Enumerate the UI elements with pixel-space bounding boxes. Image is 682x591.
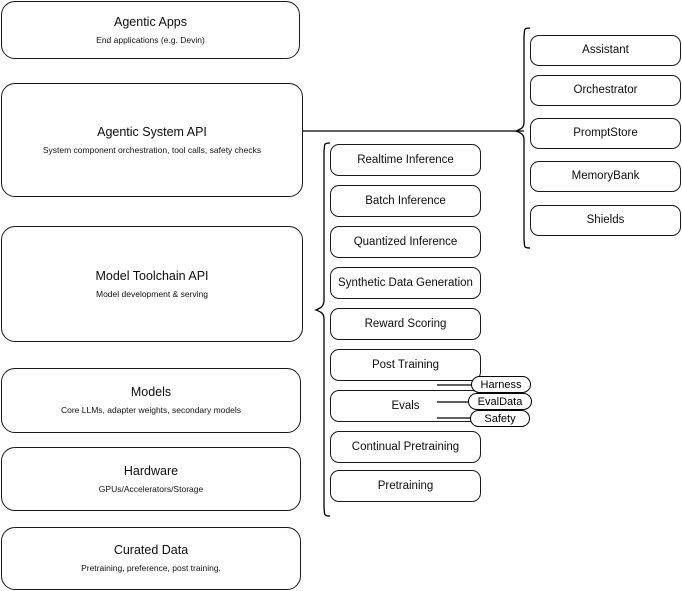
brace-toolchain-items	[314, 142, 331, 517]
toolchain-item-label: Evals	[391, 399, 420, 412]
stack-box-title: Hardware	[123, 463, 179, 478]
stack-box-hardware[interactable]: Hardware GPUs/Accelerators/Storage	[1, 447, 301, 511]
toolchain-item-reward-scoring[interactable]: Reward Scoring	[330, 308, 481, 340]
toolchain-item-label: Pretraining	[377, 479, 434, 492]
stack-box-curated-data[interactable]: Curated Data Pretraining, preference, po…	[1, 527, 301, 590]
eval-pill-safety[interactable]: Safety	[470, 410, 530, 427]
toolchain-item-post-training[interactable]: Post Training	[330, 349, 481, 381]
stack-box-subtitle: Pretraining, preference, post training.	[81, 563, 221, 573]
toolchain-item-batch-inference[interactable]: Batch Inference	[330, 185, 481, 217]
stack-box-title: Agentic System API	[97, 124, 207, 139]
toolchain-item-continual-pretraining[interactable]: Continual Pretraining	[330, 431, 481, 463]
stack-box-subtitle: Model development & serving	[96, 288, 208, 299]
system-item-memorybank[interactable]: MemoryBank	[530, 161, 681, 192]
stack-box-model-toolchain-api[interactable]: Model Toolchain API Model development & …	[1, 226, 303, 342]
eval-pill-label: EvalData	[477, 395, 523, 408]
system-item-label: Orchestrator	[573, 84, 638, 97]
toolchain-item-label: Realtime Inference	[357, 153, 454, 166]
stack-box-models[interactable]: Models Core LLMs, adapter weights, secon…	[1, 368, 301, 433]
brace-system-items	[514, 27, 531, 249]
eval-pill-label: Safety	[484, 412, 516, 425]
system-item-orchestrator[interactable]: Orchestrator	[530, 75, 681, 106]
stack-box-title: Curated Data	[113, 543, 189, 558]
stack-box-title: Models	[130, 385, 172, 400]
toolchain-item-pretraining[interactable]: Pretraining	[330, 470, 481, 502]
stack-box-subtitle: System component orchestration, tool cal…	[42, 144, 262, 155]
system-item-label: PromptStore	[573, 127, 638, 140]
toolchain-item-synthetic-data-generation[interactable]: Synthetic Data Generation	[330, 267, 481, 299]
toolchain-item-label: Synthetic Data Generation	[338, 276, 473, 289]
stack-box-title: Agentic Apps	[114, 14, 187, 29]
stack-box-subtitle: End applications (e.g. Devin)	[96, 34, 205, 45]
system-item-shields[interactable]: Shields	[530, 205, 681, 236]
system-item-label: Assistant	[582, 44, 629, 57]
toolchain-item-label: Quantized Inference	[353, 235, 458, 248]
system-item-promptstore[interactable]: PromptStore	[530, 118, 681, 149]
eval-pill-evaldata[interactable]: EvalData	[468, 393, 532, 410]
stack-box-agentic-system-api[interactable]: Agentic System API System component orch…	[1, 83, 303, 197]
stack-box-subtitle: Core LLMs, adapter weights, secondary mo…	[60, 405, 241, 415]
toolchain-item-realtime-inference[interactable]: Realtime Inference	[330, 144, 481, 176]
stack-box-agentic-apps[interactable]: Agentic Apps End applications (e.g. Devi…	[1, 1, 300, 59]
system-item-label: MemoryBank	[571, 170, 640, 183]
toolchain-item-evals[interactable]: Evals	[330, 390, 481, 422]
toolchain-item-quantized-inference[interactable]: Quantized Inference	[330, 226, 481, 258]
eval-pill-harness[interactable]: Harness	[471, 376, 531, 393]
toolchain-item-label: Post Training	[371, 358, 440, 371]
eval-pill-label: Harness	[480, 378, 522, 391]
toolchain-item-label: Continual Pretraining	[351, 440, 460, 453]
stack-box-subtitle: GPUs/Accelerators/Storage	[98, 483, 204, 494]
stack-box-title: Model Toolchain API	[95, 268, 209, 283]
system-item-label: Shields	[586, 214, 625, 227]
toolchain-item-label: Batch Inference	[365, 194, 446, 207]
toolchain-item-label: Reward Scoring	[364, 317, 447, 330]
system-item-assistant[interactable]: Assistant	[530, 35, 681, 66]
